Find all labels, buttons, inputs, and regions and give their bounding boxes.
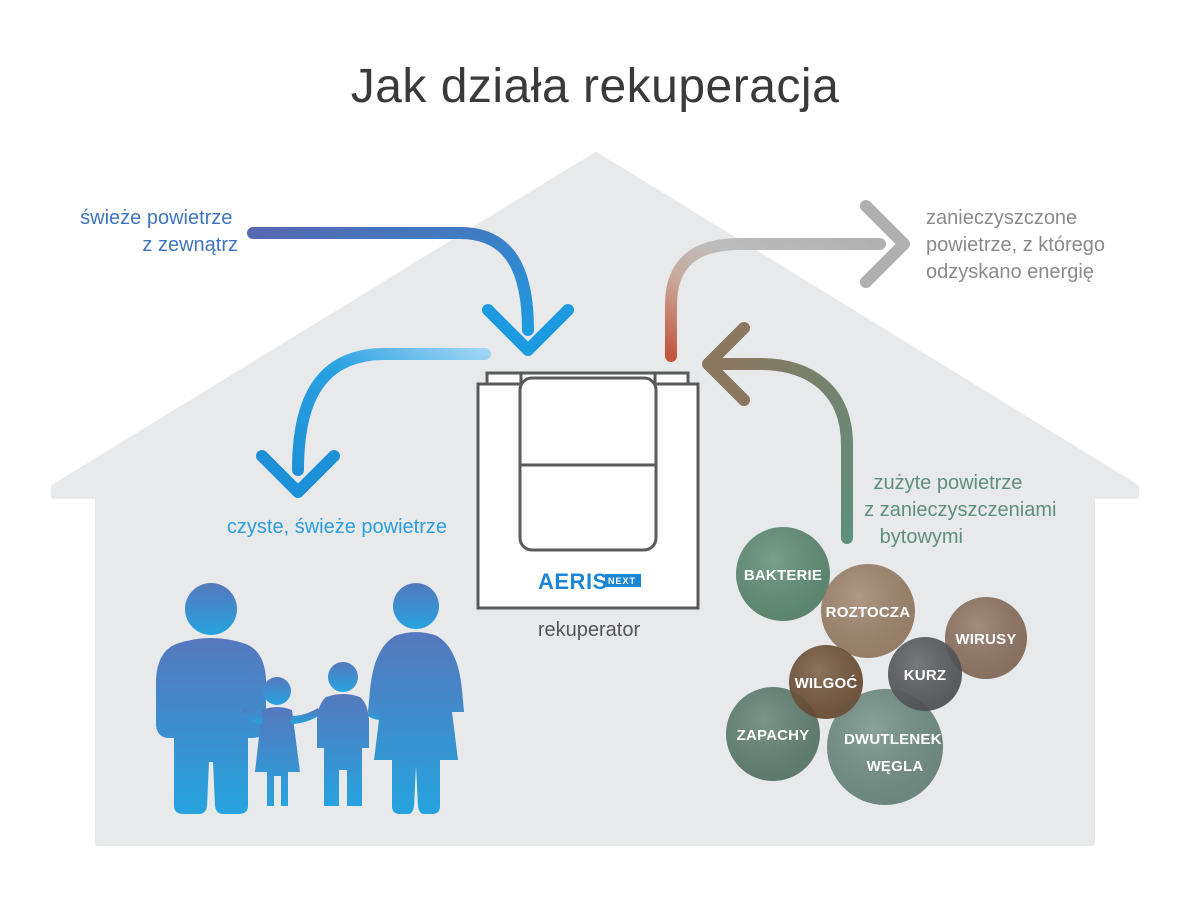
exhaust-label: zanieczyszczone powietrze, z którego odz… bbox=[926, 207, 1111, 283]
recuperator-device: AERIS NEXT bbox=[476, 371, 700, 610]
woman-figure-body bbox=[368, 632, 464, 814]
bubble-label-roztocza: ROZTOCZA bbox=[826, 604, 911, 621]
page-title: Jak działa rekuperacja bbox=[351, 60, 840, 113]
brand-badge bbox=[605, 574, 641, 587]
fresh-outside-label: świeże powietrze z zewnątrz bbox=[80, 207, 238, 256]
fresh-air-in-arrow bbox=[247, 227, 574, 356]
boy-figure-head bbox=[328, 662, 358, 692]
woman-figure-head bbox=[393, 583, 439, 629]
clean-air-arrow bbox=[256, 348, 491, 498]
girl-figure-head bbox=[263, 677, 291, 705]
recuperator-label: rekuperator bbox=[538, 619, 641, 641]
bubble-label-bakterie: BAKTERIE bbox=[744, 567, 822, 584]
bubble-label-dwutlenek: DWUTLENEK WĘGLA bbox=[844, 731, 946, 775]
bubble-label-zapachy: ZAPACHY bbox=[737, 727, 810, 744]
used-air-label: zużyte powietrze z zanieczyszczeniami by… bbox=[864, 472, 1062, 548]
man-figure-head bbox=[185, 583, 237, 635]
family-illustration bbox=[156, 583, 464, 814]
bubble-label-wirusy: WIRUSY bbox=[955, 631, 1016, 648]
girl-figure-body bbox=[255, 707, 300, 806]
man-figure-body bbox=[156, 638, 266, 814]
brand-logo: AERIS bbox=[538, 569, 608, 594]
exhaust-air-arrow bbox=[665, 200, 910, 362]
clean-air-label: czyste, świeże powietrze bbox=[227, 516, 447, 538]
brand-badge-text: NEXT bbox=[608, 576, 636, 586]
used-air-arrow bbox=[702, 322, 853, 544]
boy-figure-body bbox=[317, 694, 369, 806]
bubble-label-wilgoc: WILGOĆ bbox=[795, 674, 858, 692]
bubble-label-kurz: KURZ bbox=[904, 667, 946, 684]
pollutant-bubbles: BAKTERIE ROZTOCZA WIRUSY WILGOĆ KURZ ZAP… bbox=[726, 527, 1027, 805]
